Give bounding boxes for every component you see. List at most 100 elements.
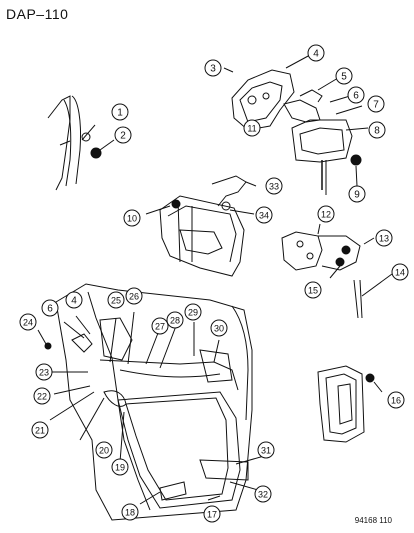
callout-24: 24 bbox=[19, 313, 37, 331]
callout-label: 5 bbox=[341, 72, 347, 83]
callout-circle bbox=[35, 363, 53, 381]
callout-label: 28 bbox=[170, 316, 180, 326]
callout-label: 20 bbox=[99, 446, 109, 456]
callout-label: 23 bbox=[39, 368, 49, 378]
callout-circle bbox=[317, 205, 335, 223]
callout-circle bbox=[151, 317, 169, 335]
callout-label: 6 bbox=[47, 304, 53, 315]
hinge-assembly bbox=[281, 223, 393, 319]
diagram-title: DAP–110 bbox=[6, 6, 69, 22]
callout-label: 34 bbox=[259, 211, 269, 221]
callout-17: 17 bbox=[203, 505, 221, 523]
callout-label: 12 bbox=[321, 210, 331, 220]
callout-31: 31 bbox=[257, 441, 275, 459]
callout-20: 20 bbox=[95, 441, 113, 459]
callout-7: 7 bbox=[367, 95, 385, 113]
callout-circle bbox=[210, 319, 228, 337]
callout-13: 13 bbox=[375, 229, 393, 247]
door-lower bbox=[37, 283, 265, 521]
callout-10: 10 bbox=[123, 209, 141, 227]
callout-25: 25 bbox=[107, 291, 125, 309]
callout-circle bbox=[391, 263, 409, 281]
callout-label: 11 bbox=[247, 124, 256, 134]
callout-circle bbox=[335, 67, 353, 85]
callout-circle bbox=[31, 421, 49, 439]
callout-28: 28 bbox=[166, 311, 184, 329]
callout-circle bbox=[166, 311, 184, 329]
callout-22: 22 bbox=[33, 387, 51, 405]
callout-circle bbox=[375, 229, 393, 247]
callout-circle bbox=[111, 103, 129, 121]
callout-circle bbox=[367, 95, 385, 113]
pillar-detail bbox=[47, 95, 115, 191]
callout-label: 13 bbox=[379, 234, 389, 244]
callout-label: 15 bbox=[308, 286, 318, 296]
callout-label: 26 bbox=[129, 292, 139, 302]
callout-label: 8 bbox=[374, 126, 380, 137]
callout-circle bbox=[255, 206, 273, 224]
callout-circle bbox=[65, 291, 83, 309]
callout-label: 2 bbox=[120, 131, 126, 142]
callout-circle bbox=[184, 303, 202, 321]
callout-label: 29 bbox=[188, 308, 198, 318]
callout-11: 11 bbox=[243, 119, 261, 137]
callout-label: 16 bbox=[391, 396, 401, 406]
callout-12: 12 bbox=[317, 205, 335, 223]
callout-16: 16 bbox=[387, 391, 405, 409]
callout-label: 17 bbox=[207, 510, 217, 520]
callout-circle bbox=[348, 185, 366, 203]
callout-label: 9 bbox=[354, 190, 360, 201]
callout-circle bbox=[304, 281, 322, 299]
callout-14: 14 bbox=[391, 263, 409, 281]
callout-label: 19 bbox=[115, 463, 125, 473]
callout-circle bbox=[254, 485, 272, 503]
callout-circle bbox=[203, 505, 221, 523]
callout-27: 27 bbox=[151, 317, 169, 335]
callout-33: 33 bbox=[265, 177, 283, 195]
callout-label: 31 bbox=[261, 446, 271, 456]
callout-label: 22 bbox=[37, 392, 47, 402]
callout-6: 6 bbox=[41, 299, 59, 317]
callout-circle bbox=[204, 59, 222, 77]
callout-circle bbox=[95, 441, 113, 459]
callout-26: 26 bbox=[125, 287, 143, 305]
callout-5: 5 bbox=[335, 67, 353, 85]
callout-9: 9 bbox=[348, 185, 366, 203]
callout-circle bbox=[111, 458, 129, 476]
rear-door-detail bbox=[317, 365, 383, 443]
callout-label: 18 bbox=[125, 508, 135, 518]
callout-1: 1 bbox=[111, 103, 129, 121]
callout-layer: 1234567891011121314151617181920212223242… bbox=[19, 44, 409, 523]
callout-label: 1 bbox=[117, 108, 123, 119]
callout-32: 32 bbox=[254, 485, 272, 503]
callout-circle bbox=[125, 287, 143, 305]
callout-label: 7 bbox=[373, 100, 379, 111]
callout-label: 4 bbox=[71, 296, 77, 307]
callout-circle bbox=[114, 126, 132, 144]
callout-label: 32 bbox=[258, 490, 268, 500]
callout-label: 4 bbox=[313, 49, 319, 60]
door-panel-upper bbox=[145, 175, 257, 277]
callout-circle bbox=[387, 391, 405, 409]
callout-label: 25 bbox=[111, 296, 121, 306]
callout-30: 30 bbox=[210, 319, 228, 337]
callout-circle bbox=[33, 387, 51, 405]
callout-23: 23 bbox=[35, 363, 53, 381]
callout-circle bbox=[243, 119, 261, 137]
callout-19: 19 bbox=[111, 458, 129, 476]
callout-29: 29 bbox=[184, 303, 202, 321]
callout-4: 4 bbox=[65, 291, 83, 309]
callout-label: 3 bbox=[210, 64, 216, 75]
callout-circle bbox=[257, 441, 275, 459]
callout-circle bbox=[41, 299, 59, 317]
callout-label: 33 bbox=[269, 182, 279, 192]
callout-label: 27 bbox=[155, 322, 165, 332]
callout-circle bbox=[347, 86, 365, 104]
callout-label: 24 bbox=[23, 318, 33, 328]
callout-circle bbox=[19, 313, 37, 331]
callout-3: 3 bbox=[204, 59, 222, 77]
callout-circle bbox=[265, 177, 283, 195]
callout-label: 10 bbox=[127, 214, 137, 224]
callout-4: 4 bbox=[307, 44, 325, 62]
